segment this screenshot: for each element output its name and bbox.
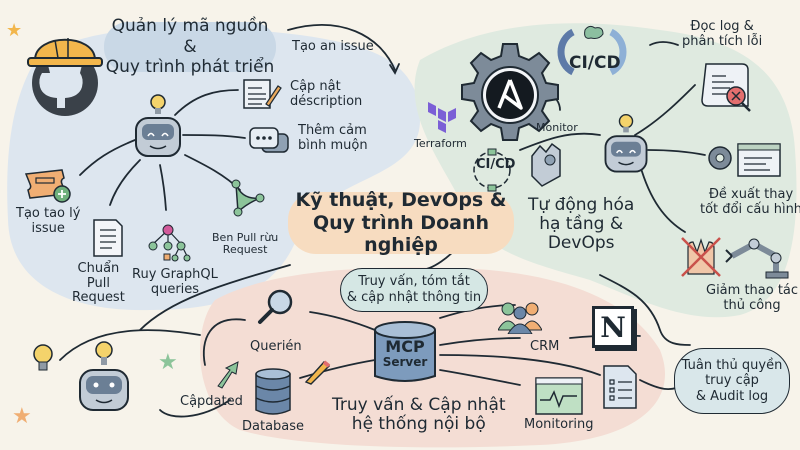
magnifier-icon <box>258 289 293 324</box>
merge-icon <box>231 179 265 217</box>
mcp-server-label: MCP Server <box>382 337 428 369</box>
ansible-gear-icon <box>461 43 559 141</box>
log-analysis-icon <box>701 63 751 112</box>
ticket-add-icon <box>24 169 71 203</box>
monitoring-screen-icon <box>535 377 583 415</box>
source-management-title-line2: Quy trình phát triển <box>105 57 275 78</box>
monitoring-label: Monitoring <box>524 417 594 432</box>
source-management-title: Quản lý mã nguồn & Quy trình phát triển <box>104 16 276 77</box>
center-title: Kỹ thuật, DevOps & Quy trình Doanh nghiệ… <box>288 188 514 256</box>
robot-arm-icon <box>681 237 789 279</box>
clipboard-icon <box>93 219 123 257</box>
add-comment-label: Thêm cảm bình muộn <box>298 123 368 153</box>
terraform-logo-icon <box>428 102 456 133</box>
source-management-title-line1: Quản lý mã nguồn & <box>111 16 269 57</box>
reduce-manual-label: Giảm thao tác thủ công <box>706 283 799 313</box>
database-label: Database <box>242 419 305 434</box>
github-helmet-icon <box>27 38 103 116</box>
chat-bubbles-icon <box>249 127 289 153</box>
audit-log-pill: Tuân thủ quyền truy cập & Audit log <box>674 348 790 414</box>
suggest-config-label: Đề xuất thay tốt đổi cấu hình <box>700 187 800 217</box>
create-issue-label: Tạo tao lý issue <box>16 206 81 236</box>
document-edit-icon <box>243 79 282 109</box>
arrow-up-icon <box>217 361 239 389</box>
query-summary-pill: Truy vấn, tóm tắt & cập nhật thông tin <box>340 268 488 312</box>
star-icon: ★ <box>158 350 178 375</box>
center-title-line1: Kỹ thuật, DevOps & <box>295 188 507 211</box>
graphql-queries-label: Ruy GraphQL queries <box>132 267 218 297</box>
mcp-server-icon <box>374 321 436 382</box>
update-description-label: Cập nật déscription <box>290 79 363 109</box>
graph-tree-icon <box>148 224 191 262</box>
robot-icon <box>135 94 181 157</box>
notion-logo-icon: N <box>592 306 634 348</box>
cicd-small-icon <box>473 148 511 192</box>
devops-robot-icon <box>604 113 648 173</box>
pencil-icon <box>304 360 331 385</box>
read-logs-label: Đọc log & phân tích lỗi <box>682 19 763 49</box>
robot-hand-icon <box>531 142 561 187</box>
crm-users-icon <box>498 302 542 334</box>
create-issue-arrow-label: Tạo an issue <box>292 39 374 54</box>
database-icon <box>255 368 291 415</box>
monitor-label: Monitor <box>536 121 578 134</box>
crm-label: CRM <box>530 339 560 354</box>
cicd-small-label: CI/CD <box>476 157 516 172</box>
devops-title: Tự động hóa hạ tầng & DevOps <box>528 195 635 254</box>
standard-pull-request-label: Chuẩn Pull Request <box>72 261 125 306</box>
center-title-line2: Quy trình Doanh nghiệp <box>312 211 489 257</box>
lightbulb-icon <box>33 344 53 371</box>
star-icon: ★ <box>6 20 23 41</box>
mcp-title: Truy vấn & Cập nhật hệ thống nội bộ <box>332 395 506 435</box>
query-label: Querién <box>250 339 302 354</box>
terraform-label: Terraform <box>414 137 467 150</box>
config-gear-icon <box>708 143 781 177</box>
star-icon: ★ <box>12 404 32 429</box>
cicd-top-label: CI/CD <box>569 53 621 73</box>
cicd-cycle-icon <box>557 25 627 76</box>
checklist-icon <box>603 365 637 409</box>
updated-label: Cậpdated <box>180 394 243 409</box>
review-pull-request-label: Ben Pull rừu Request <box>212 231 279 257</box>
bottom-robot-icon <box>79 341 129 411</box>
